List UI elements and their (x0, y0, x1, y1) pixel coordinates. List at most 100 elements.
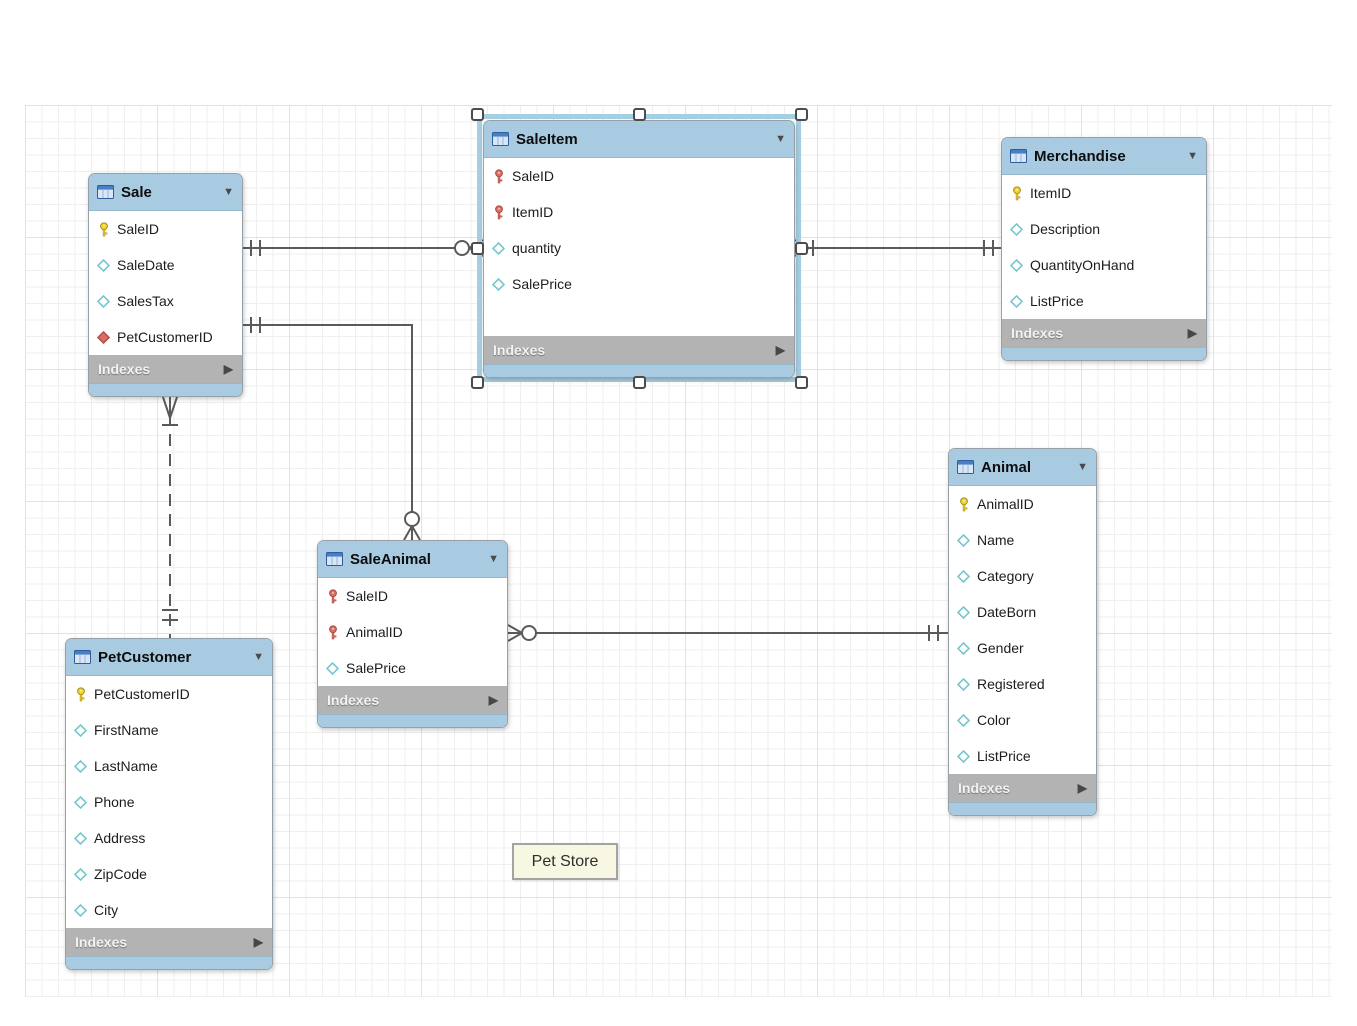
triangle-down-icon[interactable]: ▼ (1077, 460, 1088, 473)
table-header-merchandise[interactable]: Merchandise▼ (1002, 138, 1206, 175)
triangle-right-icon[interactable]: ▶ (488, 693, 498, 707)
column-row[interactable]: SalePrice (484, 266, 794, 302)
connector-sale-petcustomer[interactable] (161, 393, 179, 638)
column-label: LastName (94, 758, 158, 774)
nullable-column-icon (73, 903, 88, 917)
triangle-right-icon[interactable]: ▶ (253, 935, 263, 949)
table-header-animal[interactable]: Animal▼ (949, 449, 1096, 486)
column-row[interactable]: PetCustomerID (66, 676, 272, 712)
column-row[interactable]: AnimalID (318, 614, 507, 650)
nullable-column-icon (956, 749, 971, 763)
column-row[interactable]: Phone (66, 784, 272, 820)
connector-sale-saleitem[interactable] (243, 239, 484, 257)
column-row[interactable]: ListPrice (1002, 283, 1206, 319)
table-icon (957, 460, 974, 474)
column-label: AnimalID (977, 496, 1034, 512)
indexes-footer[interactable]: Indexes▶ (484, 336, 794, 364)
indexes-footer[interactable]: Indexes▶ (318, 686, 507, 714)
column-label: AnimalID (346, 624, 403, 640)
selection-handle[interactable] (470, 241, 484, 255)
note-pet-store[interactable]: Pet Store (512, 843, 618, 880)
table-title: SaleAnimal (350, 550, 431, 568)
column-label: SaleDate (117, 257, 175, 273)
column-label: Description (1030, 221, 1101, 237)
column-row[interactable]: Description (1002, 211, 1206, 247)
selection-handle[interactable] (794, 375, 808, 389)
column-row[interactable]: SalePrice (318, 650, 507, 686)
selection-handle[interactable] (794, 107, 808, 121)
connector-saleanimal-animal[interactable] (507, 624, 948, 642)
table-bottom-bar (1002, 347, 1206, 360)
selection-handle[interactable] (632, 107, 646, 121)
indexes-footer[interactable]: Indexes ▶ (1002, 319, 1206, 347)
column-row[interactable]: ItemID (1002, 175, 1206, 211)
triangle-right-icon[interactable]: ▶ (775, 343, 785, 357)
table-icon (1010, 149, 1027, 163)
column-row[interactable]: Name (949, 522, 1096, 558)
column-row[interactable]: FirstName (66, 712, 272, 748)
triangle-right-icon[interactable]: ▶ (223, 362, 233, 376)
column-row[interactable]: SaleID (484, 158, 794, 194)
column-label: Color (977, 712, 1011, 728)
column-row[interactable]: Address (66, 820, 272, 856)
primary-key-icon (1009, 185, 1024, 201)
column-row[interactable]: QuantityOnHand (1002, 247, 1206, 283)
triangle-right-icon[interactable]: ▶ (1187, 326, 1197, 340)
table-title: PetCustomer (98, 648, 192, 666)
column-label: Registered (977, 676, 1045, 692)
column-row[interactable]: SaleDate (89, 247, 242, 283)
nullable-column-icon (73, 723, 88, 737)
triangle-down-icon[interactable]: ▼ (1187, 149, 1198, 162)
nullable-column-icon (325, 661, 340, 675)
column-row[interactable]: quantity (484, 230, 794, 266)
column-label: SaleID (117, 221, 160, 237)
triangle-right-icon[interactable]: ▶ (1077, 781, 1087, 795)
selection-handle[interactable] (794, 241, 808, 255)
table-header-saleanimal[interactable]: SaleAnimal ▼ (318, 541, 507, 578)
indexes-footer[interactable]: Indexes▶ (949, 774, 1096, 802)
indexes-label: Indexes (1011, 325, 1064, 341)
triangle-down-icon[interactable]: ▼ (775, 132, 786, 145)
column-row[interactable]: City (66, 892, 272, 928)
table-icon (97, 185, 114, 199)
triangle-down-icon[interactable]: ▼ (253, 650, 264, 663)
table-header-petcustomer[interactable]: PetCustomer ▼ (66, 639, 272, 676)
indexes-footer[interactable]: Indexes▶ (89, 355, 242, 383)
column-row[interactable]: ItemID (484, 194, 794, 230)
column-row[interactable]: AnimalID (949, 486, 1096, 522)
column-row[interactable]: DateBorn (949, 594, 1096, 630)
column-row[interactable]: SaleID (318, 578, 507, 614)
column-label: Category (977, 568, 1034, 584)
table-header-sale[interactable]: Sale▼ (89, 174, 242, 211)
connector-sale-saleanimal[interactable] (243, 317, 421, 541)
column-row[interactable]: PetCustomerID (89, 319, 242, 355)
triangle-down-icon[interactable]: ▼ (488, 552, 499, 565)
column-row[interactable]: Gender (949, 630, 1096, 666)
nullable-column-icon (1009, 222, 1024, 236)
column-row[interactable]: ListPrice (949, 738, 1096, 774)
connector-saleitem-merchandise[interactable] (794, 239, 1001, 257)
column-row[interactable]: LastName (66, 748, 272, 784)
table-bottom-bar (484, 364, 794, 377)
triangle-down-icon[interactable]: ▼ (223, 185, 234, 198)
selection-handle[interactable] (470, 375, 484, 389)
nullable-column-icon (956, 641, 971, 655)
column-row[interactable]: ZipCode (66, 856, 272, 892)
table-header-saleitem[interactable]: SaleItem▼ (484, 121, 794, 158)
selection-handle[interactable] (632, 375, 646, 389)
column-row[interactable]: Category (949, 558, 1096, 594)
column-row[interactable]: Color (949, 702, 1096, 738)
column-row[interactable]: SalesTax (89, 283, 242, 319)
selection-handle[interactable] (470, 107, 484, 121)
column-row[interactable]: SaleID (89, 211, 242, 247)
column-label: SalePrice (346, 660, 406, 676)
column-row[interactable]: Registered (949, 666, 1096, 702)
indexes-footer[interactable]: Indexes▶ (66, 928, 272, 956)
